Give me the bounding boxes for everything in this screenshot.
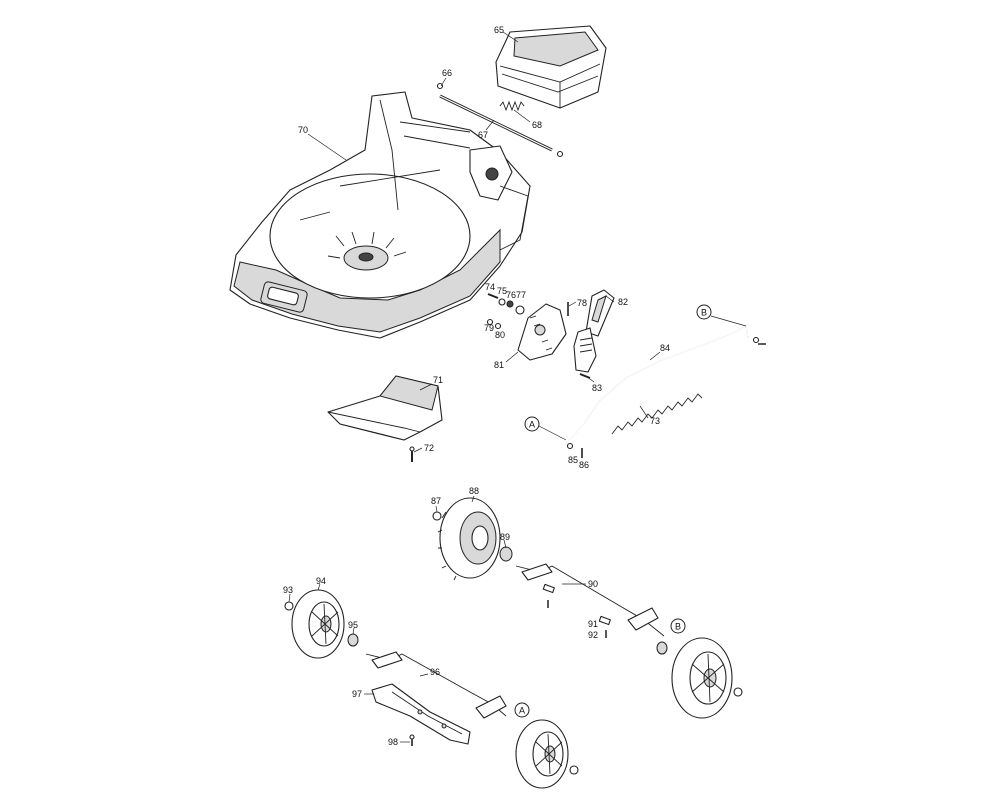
callout-94: 94 [316,576,326,586]
part-97-bracket [371,683,471,745]
ref-b-axle: B [670,618,686,634]
callout-92: 92 [588,630,598,640]
callout-68: 68 [532,120,542,130]
part-67-rod [439,94,553,152]
part-72-screw [409,446,415,462]
part-68-spring [499,100,525,112]
ref-a-axle-label: A [519,706,525,716]
ref-b-handle: B [696,304,747,327]
callout-73: 73 [650,416,660,426]
callout-66: 66 [442,68,452,78]
callout-77: 77 [516,290,526,300]
part-87-89-nut-bushing [432,511,513,562]
rear-right-wheel [656,637,743,719]
callout-90: 90 [588,579,598,589]
callout-75: 75 [497,286,507,296]
callout-91: 91 [588,619,598,629]
callout-89: 89 [500,532,510,542]
part-93-95-nut-bushing [284,601,359,647]
callout-97: 97 [352,689,362,699]
part-98-screw [409,734,415,746]
callout-74: 74 [485,282,495,292]
callout-81: 81 [494,360,504,370]
callout-65: 65 [494,25,504,35]
ref-a-handle: A [524,416,567,441]
part-66-clip [436,82,564,158]
callout-76: 76 [506,290,516,300]
part-82-lever [573,289,615,373]
part-94-wheel [291,589,345,659]
callout-84: 84 [660,343,670,353]
callout-96: 96 [430,667,440,677]
part-85-86-washer-bolt [566,442,583,458]
ref-b-label: B [701,308,707,318]
leader-lines [288,31,661,743]
callout-67: 67 [478,130,488,140]
callout-78: 78 [577,298,587,308]
callout-98: 98 [388,737,398,747]
callout-93: 93 [283,585,293,595]
part-65-cover [495,25,607,109]
ref-a-axle: A [514,702,530,718]
callout-labels: 65 66 67 68 70 71 72 73 74 75 76 77 78 7… [283,25,670,747]
part-73-spring [611,393,703,435]
callout-83: 83 [592,383,602,393]
callout-79: 79 [484,323,494,333]
callout-72: 72 [424,443,434,453]
callout-85: 85 [568,455,578,465]
part-71-deflector [327,375,443,441]
callout-82: 82 [618,297,628,307]
callout-95: 95 [348,620,358,630]
callout-80: 80 [495,330,505,340]
part-81-adjuster-plate [517,303,567,361]
part-91-92-key-screw [598,615,611,638]
callout-88: 88 [469,486,479,496]
front-right-wheel [515,719,579,789]
part-84-rod [565,325,766,445]
callout-71: 71 [433,375,443,385]
part-88-wheel [437,497,501,581]
callout-70: 70 [298,125,308,135]
callout-86: 86 [579,460,589,470]
ref-b-axle-label: B [675,622,681,632]
callout-87: 87 [431,496,441,506]
part-90-axle [515,563,665,637]
part-96-axle [365,651,507,719]
ref-a-label: A [529,420,535,430]
part-70-deck [229,91,531,339]
